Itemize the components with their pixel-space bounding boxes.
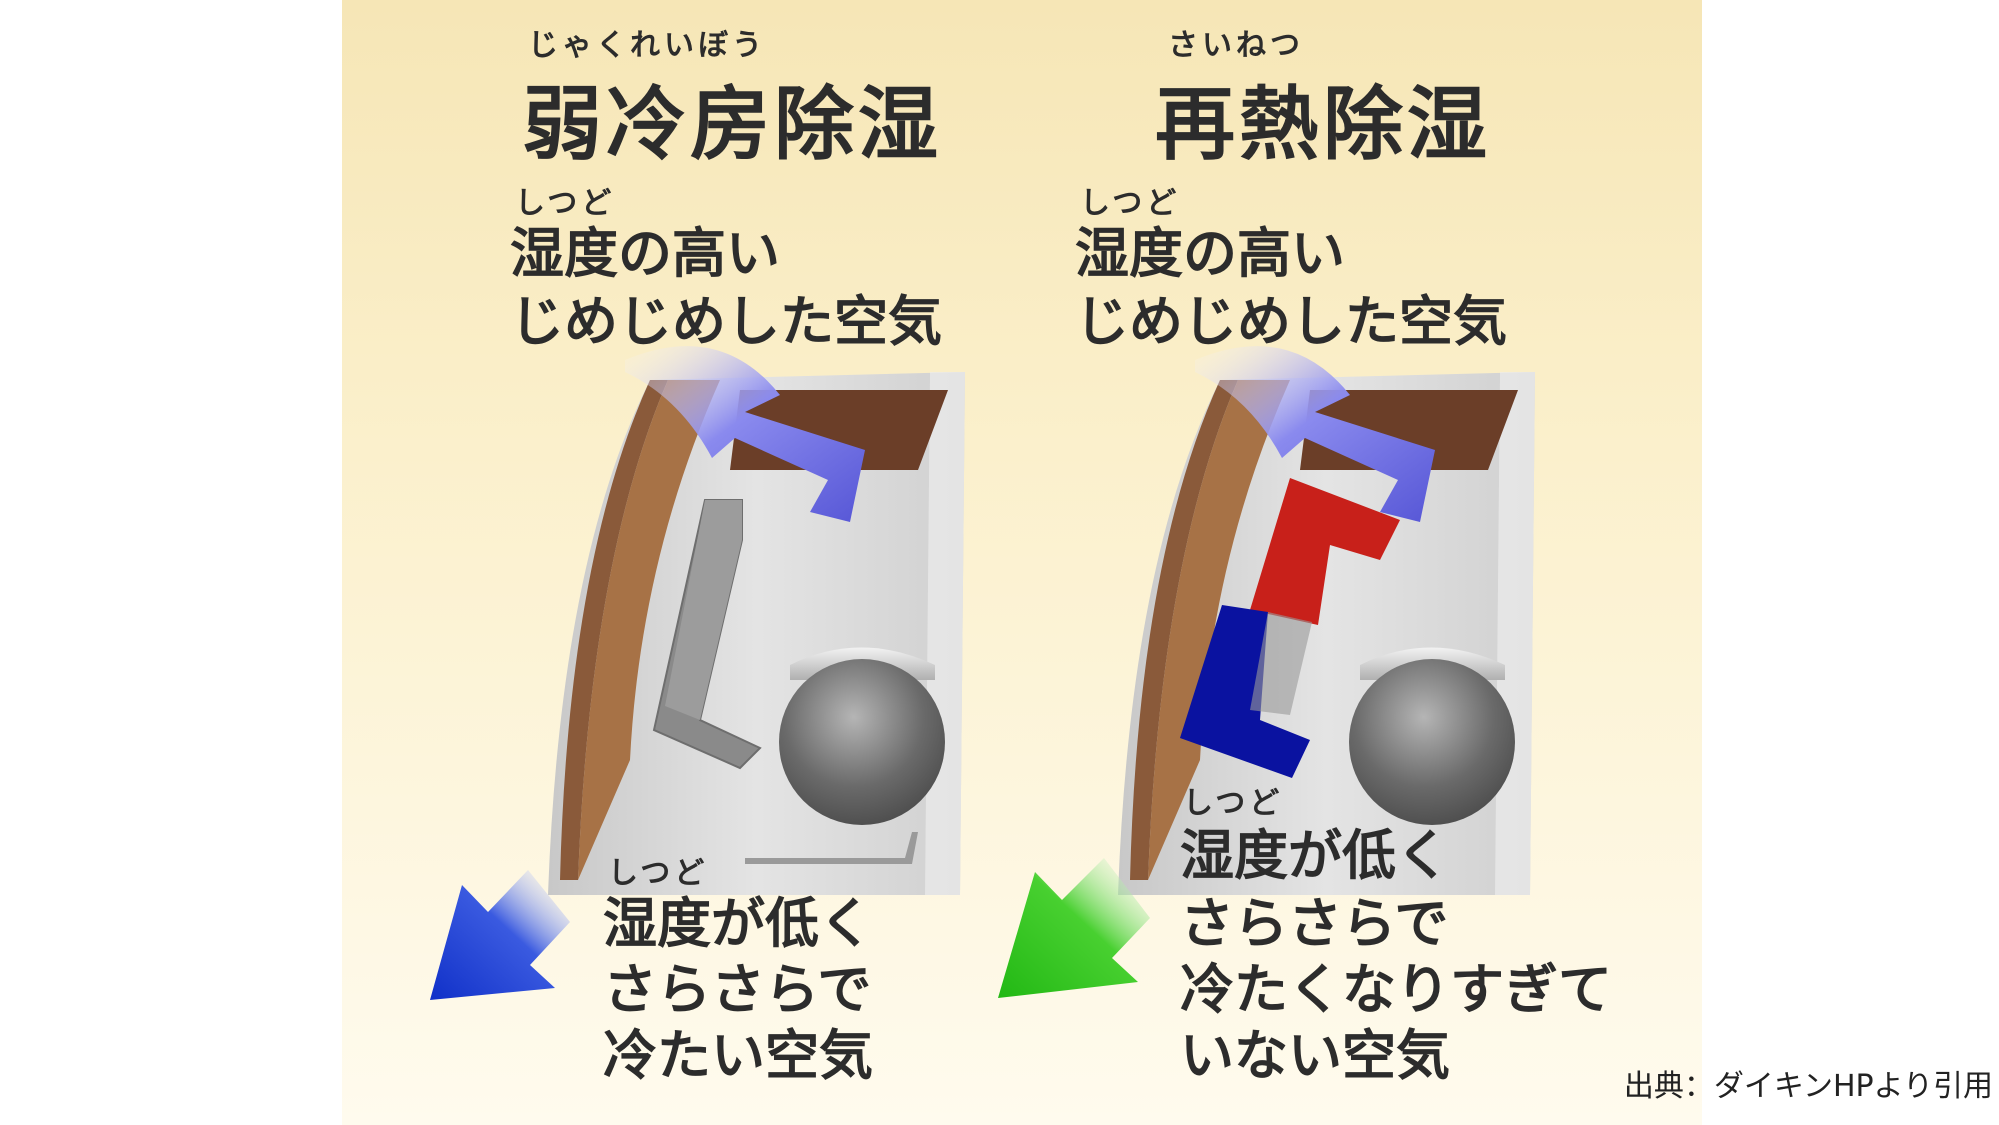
right-reheat-coil (1250, 478, 1400, 625)
right-output-line3: 冷たくなりすぎて (1180, 958, 1612, 1021)
left-output-line3: 冷たい空気 (603, 1024, 873, 1087)
right-outflow-arrow-icon (998, 858, 1150, 998)
left-fan-icon (779, 647, 945, 825)
right-air-conditioner-icon (1118, 372, 1535, 895)
right-input-ruby: しつど (1080, 186, 1181, 221)
right-title: 再熱除湿 (1155, 78, 1491, 171)
right-cooling-coil (1180, 605, 1310, 778)
left-output-line1: 湿度が低く (603, 892, 873, 955)
left-air-conditioner-icon (548, 372, 965, 895)
source-credit: 出典：ダイキンHPより引用 (1623, 1069, 1993, 1104)
right-output-line4: いない空気 (1180, 1024, 1450, 1087)
right-output-line2: さらさらで (1180, 892, 1449, 955)
right-output-ruby: しつど (1183, 786, 1284, 821)
right-input-line1: 湿度の高い (1075, 222, 1345, 285)
left-input-ruby: しつど (515, 186, 616, 221)
left-input-line1: 湿度の高い (510, 222, 780, 285)
right-input-line2: じめじめした空気 (1075, 290, 1507, 353)
left-outflow-arrow-icon (430, 870, 570, 1000)
right-fan-icon (1349, 647, 1515, 825)
left-output-line2: さらさらで (603, 958, 872, 1021)
left-wall-panel (560, 380, 668, 880)
left-title: 弱冷房除湿 (522, 78, 942, 171)
left-inflow-arrow-icon (625, 346, 865, 522)
right-title-ruby: さいねつ (1168, 28, 1304, 63)
right-wall-panel (1130, 380, 1238, 880)
right-inflow-arrow-icon (1195, 346, 1435, 522)
left-output-ruby: しつど (608, 856, 709, 891)
left-title-ruby: じゃくれいぼう (528, 28, 766, 63)
left-input-line2: じめじめした空気 (510, 290, 942, 353)
right-output-line1: 湿度が低く (1180, 824, 1450, 887)
